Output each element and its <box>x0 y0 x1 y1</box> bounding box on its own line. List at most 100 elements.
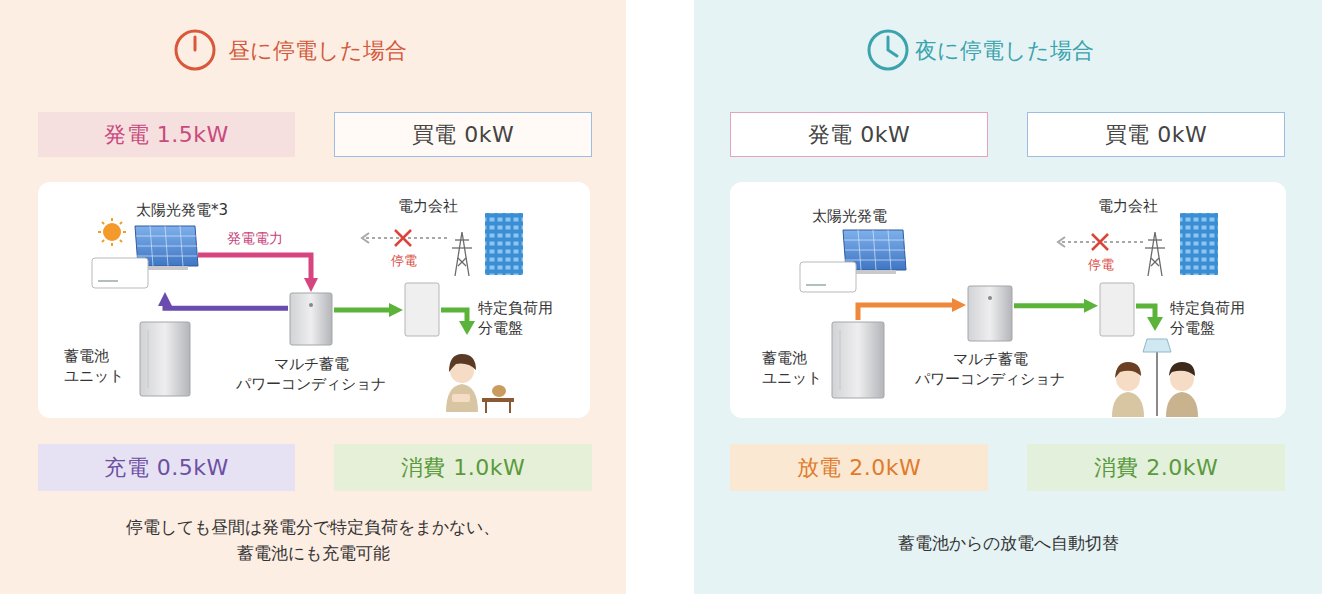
value-box: 充電 0.5kW <box>38 444 295 491</box>
value-box: 消費 2.0kW <box>1027 444 1285 491</box>
solar-panel <box>165 226 168 266</box>
device-label: 太陽光発電 <box>812 206 887 226</box>
device-label: マルチ蓄電 パワーコンディショナ <box>908 349 1073 390</box>
device-node: 太陽光発電*3 <box>92 222 198 288</box>
person-illustration <box>446 354 514 413</box>
outage-cross <box>1092 234 1108 250</box>
battery-unit <box>140 322 884 398</box>
transmission-tower <box>1148 232 1162 276</box>
solar-panel <box>873 230 876 270</box>
distribution-board <box>1100 283 1134 336</box>
children-illustration <box>1169 362 1195 376</box>
battery-unit <box>840 330 841 390</box>
solar-panel <box>858 230 861 270</box>
outage-cross <box>395 230 411 246</box>
flow-arrow <box>198 255 311 278</box>
device-node: 蓄電池 ユニット <box>138 320 192 398</box>
flow-arrow <box>858 305 952 320</box>
device-label: 電力会社 <box>398 196 458 216</box>
transmission-tower <box>458 258 466 266</box>
battery-unit <box>140 322 190 396</box>
power-conditioner <box>968 286 1012 341</box>
solar-panel <box>800 262 856 292</box>
person-illustration <box>449 354 476 372</box>
outage-label: 停電 <box>391 252 417 270</box>
clock-icon <box>176 31 907 69</box>
sun-icon <box>104 224 120 240</box>
load-arrow <box>1147 317 1163 331</box>
sun-icon <box>120 222 122 224</box>
children-illustration <box>1156 350 1158 416</box>
value-text: 発電 1.5kW <box>104 120 228 150</box>
sun-icon <box>111 243 113 246</box>
device-node: 蓄電池 ユニット <box>830 320 886 400</box>
value-text: 充電 0.5kW <box>104 453 228 483</box>
device-label: 特定負荷用 分電盤 <box>1170 298 1260 339</box>
power-conditioner <box>988 296 992 300</box>
children-illustration <box>1112 339 1198 417</box>
diagram-area <box>730 182 1286 418</box>
device-node: マルチ蓄電 パワーコンディショナ <box>288 292 334 346</box>
solar-panel <box>845 250 905 251</box>
diagram-area <box>38 182 1286 418</box>
solar-panel <box>856 270 896 274</box>
panel-caption: 停電しても昼間は発電分で特定負荷をまかない、 蓄電池にも充電可能 <box>118 514 509 567</box>
transmission-tower <box>1151 258 1159 266</box>
children-illustration <box>1112 392 1144 417</box>
diagram-area <box>38 182 590 418</box>
transmission-tower <box>1145 247 1165 248</box>
value-box: 消費 1.0kW <box>334 444 592 491</box>
solar-panel <box>180 226 183 266</box>
solar-panel <box>92 226 198 288</box>
transmission-tower <box>455 239 469 240</box>
solar-panel <box>806 284 826 286</box>
device-node: 電力会社 <box>1146 212 1222 278</box>
transmission-tower <box>1148 239 1162 240</box>
device-label: 特定負荷用 分電盤 <box>478 298 568 339</box>
value-text: 買電 0kW <box>412 120 514 150</box>
device-node: 太陽光発電 <box>800 228 906 294</box>
children-illustration <box>1115 362 1141 378</box>
value-box: 買電 0kW <box>334 112 592 157</box>
device-node: 電力会社 <box>450 212 526 278</box>
power-company-building <box>485 213 523 275</box>
panel-caption: 蓄電池からの放電へ自動切替 <box>813 530 1204 556</box>
person-illustration <box>485 402 487 413</box>
value-text: 消費 1.0kW <box>401 453 525 483</box>
sun-icon <box>98 218 126 246</box>
device-node: 特定負荷用 分電盤 <box>403 282 441 337</box>
person-illustration <box>509 402 511 413</box>
clock-icon <box>176 31 214 69</box>
value-text: 放電 2.0kW <box>797 453 921 483</box>
sun-icon <box>102 222 104 224</box>
device-label: 太陽光発電*3 <box>136 200 228 220</box>
load-arrow <box>459 321 475 335</box>
load-arrow <box>441 306 1163 335</box>
cut-supply-arrow <box>1058 237 1065 247</box>
value-box: 発電 1.5kW <box>38 112 295 157</box>
solar-panel <box>98 280 118 282</box>
cut-supply-arrow <box>362 233 1143 247</box>
device-node: 特定負荷用 分電盤 <box>1098 282 1136 337</box>
value-text: 消費 2.0kW <box>1094 453 1218 483</box>
flow-arrow <box>334 308 389 313</box>
clock-icon <box>194 37 197 50</box>
sun-icon <box>102 240 104 242</box>
outage-cross <box>395 230 411 246</box>
transmission-tower <box>455 232 469 276</box>
panel-heading: 昼に停電した場合 <box>228 36 407 66</box>
person-illustration <box>452 394 470 402</box>
solar-panel <box>137 246 197 247</box>
value-box: 発電 0kW <box>730 112 988 157</box>
clock-icon <box>888 37 897 56</box>
solar-panel <box>148 266 188 270</box>
power-company-building <box>485 213 523 275</box>
solar-panel <box>888 230 891 270</box>
cut-supply-arrow <box>362 233 369 243</box>
person-illustration <box>446 384 478 412</box>
outage-cross <box>395 230 1108 250</box>
sun-icon <box>120 240 122 242</box>
transmission-tower <box>452 232 1165 276</box>
cut-supply-arrow <box>364 237 447 239</box>
